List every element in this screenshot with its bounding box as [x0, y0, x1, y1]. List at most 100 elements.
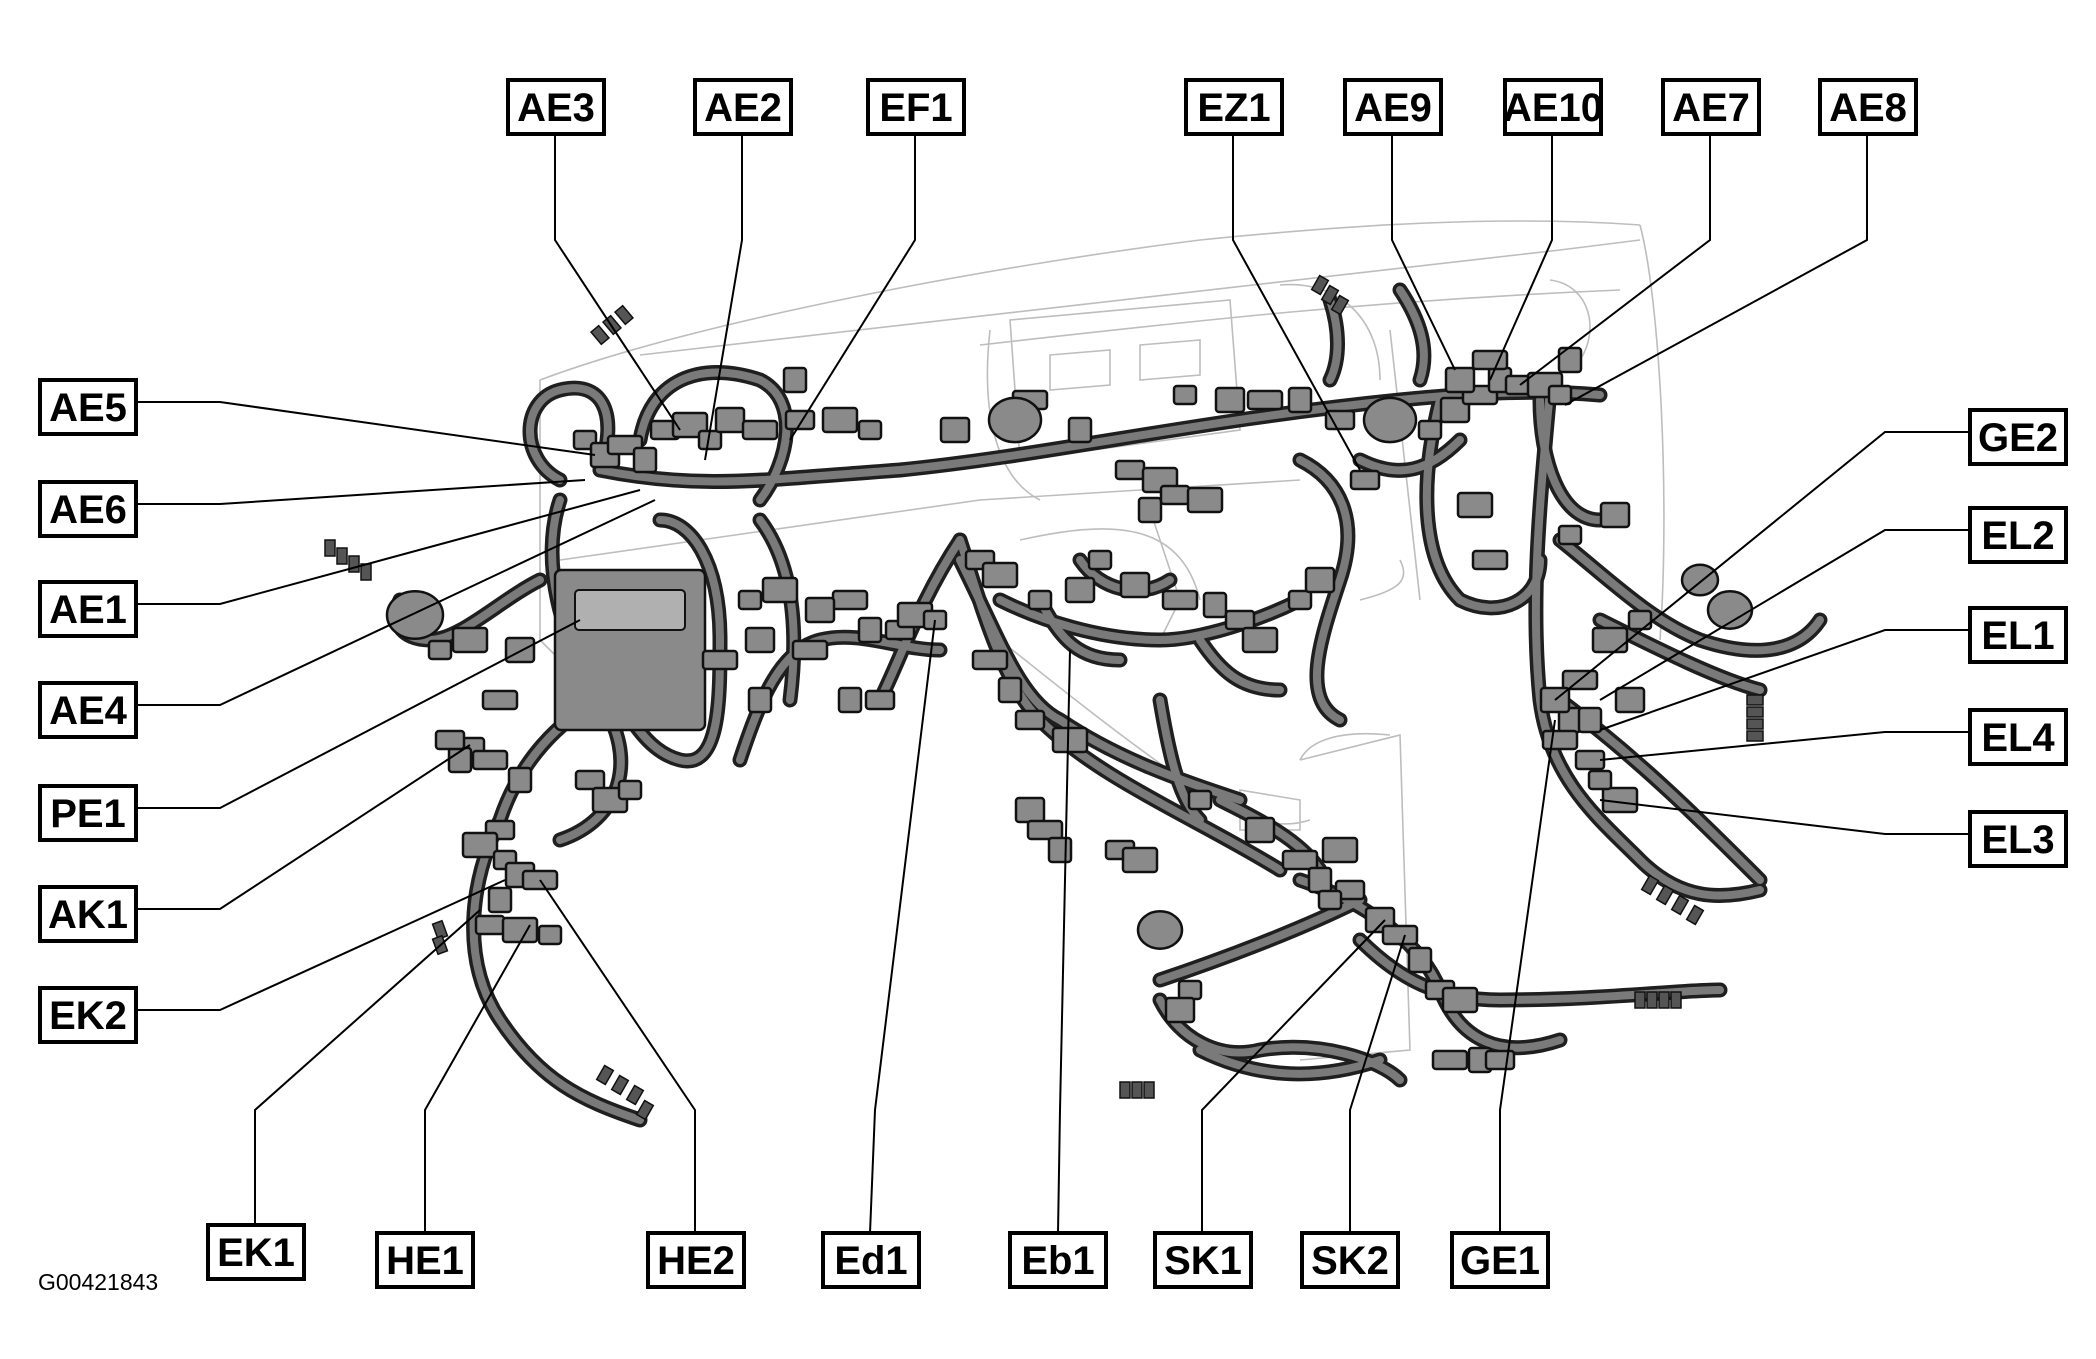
harness-connector	[427, 639, 453, 661]
harness-connector	[714, 406, 746, 434]
label-text: AE7	[1672, 86, 1750, 130]
harness-end-stub	[1670, 991, 1682, 1009]
harness-end-stub	[324, 539, 336, 557]
harness-connector	[1027, 589, 1053, 611]
label-ef1: EF1	[866, 78, 966, 136]
harness-connector	[1172, 384, 1198, 406]
harness-connector	[617, 779, 643, 801]
label-el1: EL1	[1968, 606, 2068, 664]
harness-connector	[1014, 796, 1046, 824]
label-text: EK2	[49, 994, 127, 1038]
label-text: EL3	[1981, 818, 2054, 862]
harness-connector	[1439, 396, 1471, 424]
leader-line-el1	[1599, 629, 1970, 731]
harness-connector	[1417, 419, 1443, 441]
label-text: EL1	[1981, 614, 2054, 658]
harness-connector	[737, 589, 763, 611]
harness-connector	[1177, 979, 1203, 1001]
leader-line-ae3	[554, 130, 681, 431]
harness-connector	[1431, 1049, 1469, 1071]
label-text: AE5	[49, 386, 127, 430]
harness-connector	[1627, 609, 1653, 631]
harness-connector	[1444, 366, 1476, 394]
leader-line-ae4	[136, 499, 656, 706]
harness-connector	[784, 409, 816, 431]
harness-trunk-core	[1196, 636, 1284, 694]
harness-end-stub	[1655, 884, 1675, 906]
label-text: AE10	[1503, 86, 1603, 130]
harness-connector	[1287, 386, 1313, 414]
harness-end-stub	[360, 563, 372, 581]
label-eb1: Eb1	[1008, 1231, 1108, 1289]
harness-connector	[501, 916, 539, 944]
harness-trunk-core	[1396, 286, 1428, 384]
harness-connector	[1119, 571, 1151, 599]
harness-end-stub	[610, 1074, 630, 1096]
label-box	[1818, 78, 1918, 136]
label-pe1: PE1	[38, 784, 138, 842]
harness-end-stub	[625, 1084, 645, 1106]
label-box	[1661, 78, 1761, 136]
label-box	[1184, 78, 1284, 136]
harness-connector	[821, 406, 859, 434]
harness-end-stub	[336, 547, 348, 565]
harness-end-stub	[1634, 991, 1646, 1009]
harness-connector	[1471, 549, 1509, 571]
harness-connector	[1557, 524, 1583, 546]
label-ez1: EZ1	[1184, 78, 1284, 136]
harness-trunk-core	[1156, 896, 1364, 984]
label-box	[38, 681, 138, 739]
harness-connector	[1214, 386, 1246, 414]
grommet	[385, 589, 445, 641]
harness-connector	[1187, 789, 1213, 811]
harness-end-stub	[1746, 706, 1764, 718]
harness-connector	[434, 729, 466, 751]
leader-line-ge1	[1499, 719, 1556, 1233]
harness-trunk-core	[469, 696, 644, 1124]
harness-connector	[1186, 486, 1224, 514]
leader-line-ae8	[1564, 130, 1868, 406]
leader-lines	[136, 130, 1970, 1234]
harness-connector	[804, 596, 836, 624]
label-ak1: AK1	[38, 885, 138, 943]
harness-connector	[1599, 501, 1631, 529]
harness-connector	[971, 649, 1009, 671]
harness-connector	[761, 576, 799, 604]
harness-connector	[1587, 769, 1613, 791]
label-text: AE8	[1829, 86, 1907, 130]
leader-line-sk2	[1349, 934, 1406, 1233]
label-box	[1968, 408, 2068, 466]
harness-trunk-core	[1036, 596, 1124, 664]
harness-connector	[857, 616, 883, 644]
harness-connector	[1026, 819, 1064, 841]
harness-connector	[1164, 996, 1196, 1024]
harness-end-stub	[1320, 284, 1340, 306]
grommet	[1680, 563, 1720, 597]
label-he2: HE2	[646, 1231, 746, 1289]
leader-line-ak1	[136, 744, 471, 910]
label-box	[206, 1223, 306, 1281]
label-text: EZ1	[1197, 86, 1270, 130]
harness-connector	[1317, 889, 1343, 911]
label-text: Eb1	[1021, 1239, 1094, 1283]
label-box	[1503, 78, 1603, 136]
harness-connector	[1202, 591, 1228, 619]
harness-trunk-core	[1156, 696, 1204, 824]
label-box	[375, 1231, 475, 1289]
harness-end-stub	[1746, 694, 1764, 706]
leader-line-el4	[1599, 731, 1970, 761]
label-box	[693, 78, 793, 136]
harness-end-stub	[1131, 1081, 1143, 1099]
harness-end-stub	[589, 324, 611, 346]
harness-connector	[939, 416, 971, 444]
label-ge2: GE2	[1968, 408, 2068, 466]
harness-trunk-core	[1422, 396, 1544, 612]
label-box	[1343, 78, 1443, 136]
label-text: EK1	[217, 1231, 295, 1275]
harness-connector	[461, 831, 499, 859]
harness-connector	[981, 561, 1019, 589]
label-text: AE4	[49, 689, 128, 733]
harness-connector	[1051, 726, 1089, 754]
harness-trunk-core	[1296, 456, 1352, 724]
